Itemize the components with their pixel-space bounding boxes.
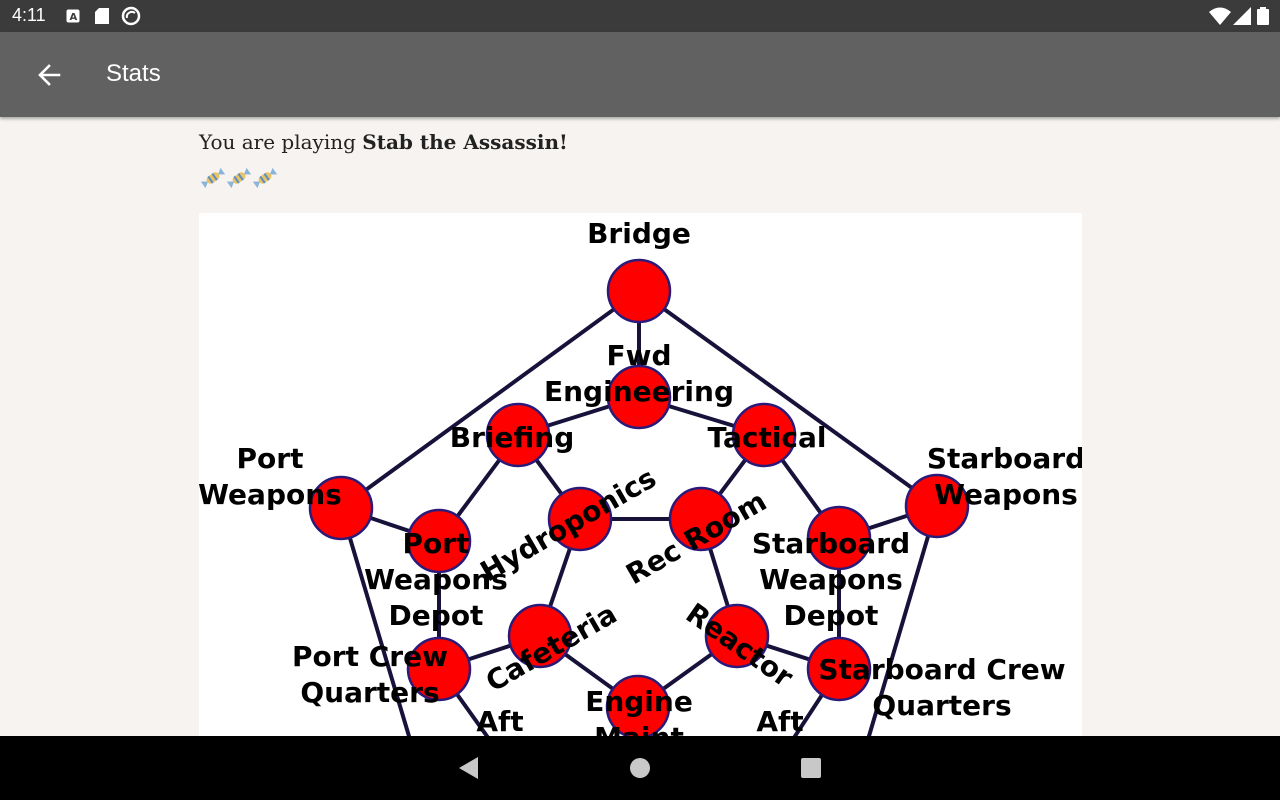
intro-text: You are playing Stab the Assassin!	[199, 130, 568, 154]
a-box-icon: A	[66, 8, 82, 24]
sd-card-icon	[95, 8, 111, 24]
candy-icon	[200, 167, 226, 189]
game-name: Stab the Assassin!	[362, 130, 568, 154]
candy-icon	[226, 167, 252, 189]
back-arrow-icon[interactable]	[34, 60, 64, 90]
room-node	[606, 364, 672, 430]
battery-icon	[1257, 7, 1269, 29]
stats-content[interactable]: You are playing Stab the Assassin!	[0, 117, 1280, 736]
room-node	[308, 475, 374, 541]
room-label: EngineMaint	[585, 685, 693, 736]
room-label: Bridge	[587, 217, 691, 250]
room-node	[406, 636, 472, 702]
candy-icon	[252, 167, 278, 189]
room-node	[606, 258, 672, 324]
wifi-icon	[1209, 7, 1231, 29]
room-label: Aft	[476, 705, 523, 736]
candy-row	[199, 163, 279, 195]
room-node	[806, 636, 872, 702]
sync-circle-icon	[121, 6, 141, 26]
intro-prefix: You are playing	[199, 130, 363, 154]
page-title: Stats	[106, 60, 161, 87]
room-node	[704, 603, 770, 669]
room-node	[406, 508, 472, 574]
nav-back-icon[interactable]	[458, 756, 480, 784]
app-bar: Stats	[0, 32, 1280, 117]
svg-text:A: A	[70, 12, 78, 23]
nav-home-icon[interactable]	[629, 756, 651, 784]
room-node	[485, 402, 551, 468]
cell-signal-icon	[1233, 7, 1251, 29]
room-node	[904, 473, 970, 539]
room-node	[605, 674, 671, 736]
room-label: Aft	[756, 705, 803, 736]
system-nav-bar	[0, 736, 1280, 800]
room-node	[806, 505, 872, 571]
room-node	[731, 402, 797, 468]
status-bar: 4:11 A	[0, 0, 1280, 32]
status-time: 4:11	[12, 5, 46, 25]
room-node	[507, 603, 573, 669]
room-node	[547, 486, 613, 552]
nav-recents-icon[interactable]	[800, 756, 822, 784]
room-label: Briefing	[450, 421, 574, 454]
room-node	[668, 486, 734, 552]
room-label: Tactical	[707, 421, 826, 454]
